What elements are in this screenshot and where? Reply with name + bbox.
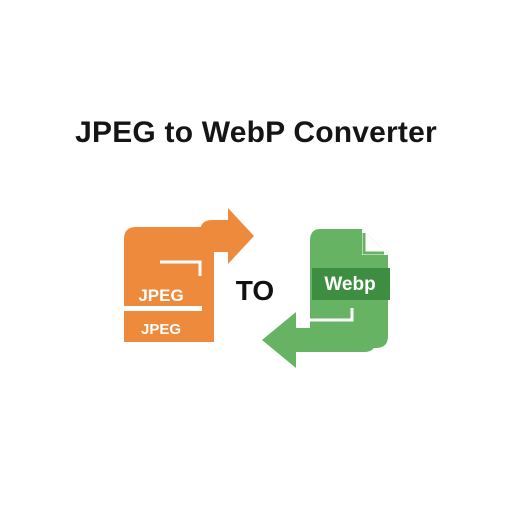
arrow-left-icon [262, 312, 376, 368]
jpeg-label-top: JPEG [138, 286, 183, 305]
page-title: JPEG to WebP Converter [75, 116, 437, 149]
webp-label: Webp [324, 274, 375, 295]
webp-file-icon: Webp [262, 229, 390, 368]
jpeg-file-stack-icon: JPEG JPEG [122, 208, 254, 342]
jpeg-label-bottom: JPEG [141, 321, 181, 338]
connector-text: TO [236, 275, 274, 306]
arrow-right-icon [160, 208, 254, 266]
